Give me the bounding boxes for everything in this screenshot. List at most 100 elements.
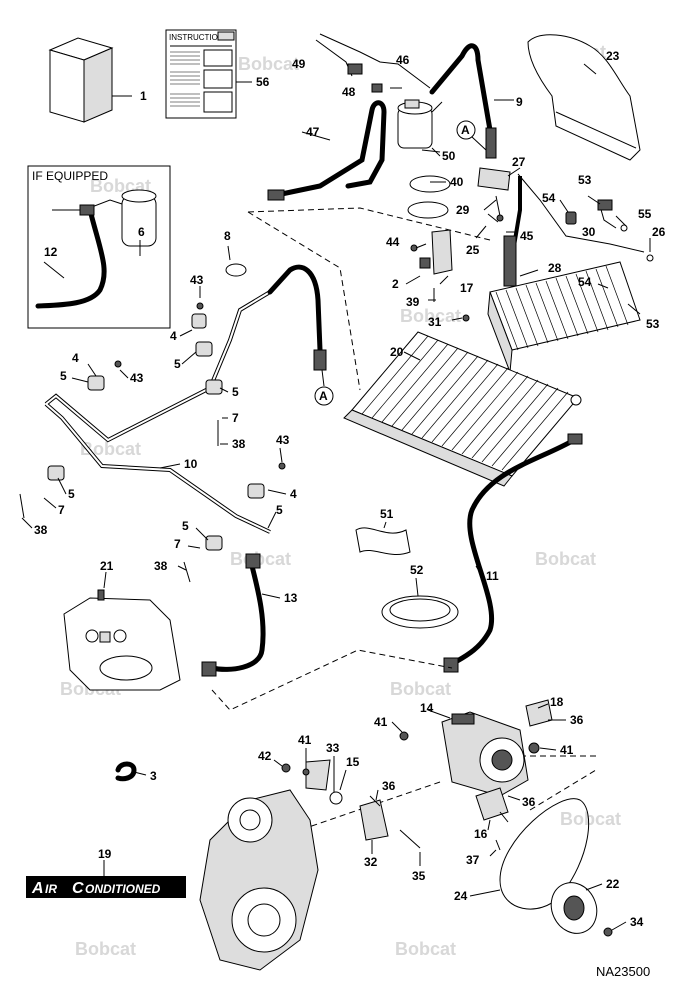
- label-18: 18: [550, 695, 564, 709]
- callout-a-bottom: A: [314, 369, 334, 406]
- if-equipped-panel: IF EQUIPPED: [27, 165, 171, 329]
- label-29: 29: [456, 203, 470, 217]
- label-47: 47: [306, 125, 320, 139]
- watermark: Bobcat: [395, 939, 456, 959]
- watermark: Bobcat: [80, 439, 141, 459]
- dashed-leaders: [211, 207, 597, 831]
- insulation-and-seal: [355, 527, 459, 629]
- label-32: 32: [364, 855, 378, 869]
- box-part-1: [48, 37, 132, 123]
- label-53b: 53: [646, 317, 660, 331]
- callout-a-top: A: [456, 120, 487, 151]
- label-23: 23: [606, 49, 620, 63]
- label-43b: 43: [130, 371, 144, 385]
- label-37: 37: [466, 853, 480, 867]
- watermark: Bobcat: [238, 54, 299, 74]
- label-36c: 36: [522, 795, 536, 809]
- label-6: 6: [138, 225, 145, 239]
- label-13: 13: [284, 591, 298, 605]
- engine: [199, 789, 319, 971]
- hoses-upper: [267, 33, 497, 201]
- label-2: 2: [392, 277, 399, 291]
- label-49: 49: [292, 57, 306, 71]
- label-5a: 5: [174, 357, 181, 371]
- instructions-sheet: INSTRUCTIONS: [165, 29, 252, 119]
- label-1: 1: [140, 89, 147, 103]
- label-38a: 38: [232, 437, 246, 451]
- label-42: 42: [258, 749, 272, 763]
- label-36b: 36: [382, 779, 396, 793]
- label-26: 26: [652, 225, 666, 239]
- instructions-title: INSTRUCTIONS: [169, 33, 229, 42]
- label-48: 48: [342, 85, 356, 99]
- watermark: Bobcat: [75, 939, 136, 959]
- label-16: 16: [474, 827, 488, 841]
- label-7b: 7: [58, 503, 65, 517]
- label-41b: 41: [560, 743, 574, 757]
- badge-onditioned: ONDITIONED: [85, 882, 161, 896]
- label-55: 55: [638, 207, 652, 221]
- badge-a: A: [31, 880, 44, 897]
- label-22: 22: [606, 877, 620, 891]
- label-25: 25: [466, 243, 480, 257]
- label-5c: 5: [60, 369, 67, 383]
- label-53a: 53: [578, 173, 592, 187]
- label-43a: 43: [190, 273, 204, 287]
- label-27: 27: [512, 155, 526, 169]
- panel-part-23: [527, 34, 641, 161]
- clamps: [19, 263, 286, 583]
- label-21: 21: [100, 559, 114, 573]
- label-52: 52: [410, 563, 424, 577]
- label-5d: 5: [276, 503, 283, 517]
- leader-lines: [21, 63, 651, 931]
- part-labels: 1 56 49 46 48 9 23 47 50 27 40 29 25 45 …: [34, 49, 666, 929]
- watermarks: Bobcat Bobcat Bobcat Bobcat Bobcat Bobca…: [60, 42, 621, 959]
- label-7c: 7: [174, 537, 181, 551]
- label-46: 46: [396, 53, 410, 67]
- label-9: 9: [516, 95, 523, 109]
- label-30: 30: [582, 225, 596, 239]
- label-54a: 54: [542, 191, 556, 205]
- badge-ir: IR: [45, 882, 57, 896]
- label-4a: 4: [170, 329, 177, 343]
- bracket-17: [410, 213, 504, 322]
- label-38b: 38: [34, 523, 48, 537]
- belt-and-pulley: [499, 798, 613, 937]
- receiver-drier: [397, 99, 451, 219]
- label-43c: 43: [276, 433, 290, 447]
- watermark: Bobcat: [230, 549, 291, 569]
- label-20: 20: [390, 345, 404, 359]
- label-8: 8: [224, 229, 231, 243]
- compressor-brackets: [281, 759, 509, 851]
- watermark: Bobcat: [560, 809, 621, 829]
- condenser: [343, 331, 582, 487]
- label-5e: 5: [68, 487, 75, 501]
- label-44: 44: [386, 235, 400, 249]
- callout-a-text: A: [461, 123, 470, 137]
- label-12: 12: [44, 245, 58, 259]
- label-15: 15: [346, 755, 360, 769]
- label-17: 17: [460, 281, 474, 295]
- label-19: 19: [98, 847, 112, 861]
- label-28: 28: [548, 261, 562, 275]
- label-3: 3: [150, 769, 157, 783]
- label-45: 45: [520, 229, 534, 243]
- label-34: 34: [630, 915, 644, 929]
- label-35: 35: [412, 869, 426, 883]
- callout-a-text: A: [319, 389, 328, 403]
- evaporator: [487, 235, 641, 373]
- label-39: 39: [406, 295, 420, 309]
- label-7a: 7: [232, 411, 239, 425]
- label-14: 14: [420, 701, 434, 715]
- watermark: Bobcat: [400, 306, 461, 326]
- label-41c: 41: [298, 733, 312, 747]
- label-51: 51: [380, 507, 394, 521]
- compressor: [399, 699, 553, 797]
- air-conditioned-badge: A IR C ONDITIONED: [26, 876, 186, 898]
- label-5b: 5: [232, 385, 239, 399]
- label-38c: 38: [154, 559, 168, 573]
- badge-c: C: [72, 880, 84, 897]
- clip-part-3: [115, 761, 137, 782]
- label-5f: 5: [182, 519, 189, 533]
